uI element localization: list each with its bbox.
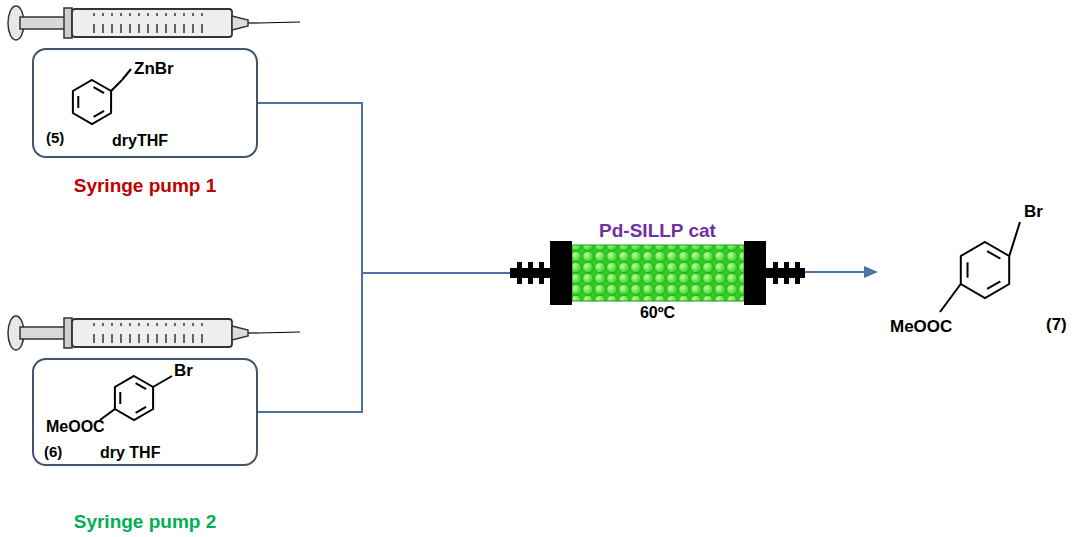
structure-text: dry THF [100, 444, 160, 462]
temperature-label: 60ºC [510, 304, 805, 322]
syringe-pump-box: ZnBr(5)dryTHFSyringe pump 1 [32, 48, 258, 158]
structure-text: ZnBr [134, 60, 174, 79]
outlet-arrowhead [864, 266, 878, 278]
structure-text: (6) [44, 444, 62, 461]
product-structure [940, 222, 1020, 312]
flow-line [258, 103, 510, 273]
pump-heading: Syringe pump 1 [34, 176, 256, 197]
syringe-pump-box: BrMeOOC(6)dry THFSyringe pump 2 [32, 358, 258, 466]
catalyst-label: Pd-SILLP cat [510, 221, 805, 242]
structure-label: Br [1024, 203, 1043, 222]
syringe [8, 316, 300, 350]
packed-bed-reactor: Pd-SILLP cat 60ºC [510, 218, 805, 328]
structure-text: MeOOC [46, 418, 105, 436]
structure-text: (5) [46, 130, 64, 147]
syringe [8, 6, 300, 40]
structure-label: MeOOC [890, 318, 952, 337]
pump-heading: Syringe pump 2 [34, 512, 256, 533]
flow-line [258, 273, 510, 412]
structure-text: Br [174, 362, 193, 381]
structure-text: dryTHF [112, 132, 168, 150]
outlet-line [805, 271, 868, 273]
structure-label: (7) [1046, 316, 1067, 335]
